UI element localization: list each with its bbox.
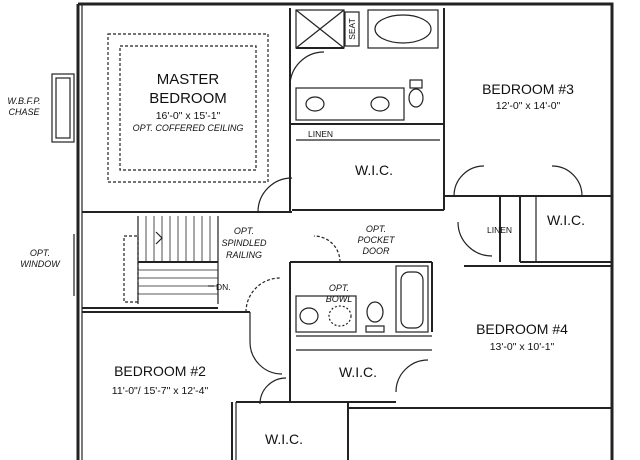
stair-down-label: DN. — [216, 282, 231, 292]
chase-label-1: W.B.F.P. — [7, 96, 40, 106]
linen-hall: LINEN — [487, 225, 512, 235]
pocket-label-1: OPT. — [366, 224, 386, 234]
wic-bed3: W.I.C. — [547, 212, 585, 228]
bowl-label-1: OPT. — [329, 283, 349, 293]
wic-master: W.I.C. — [355, 162, 393, 178]
bed4-name: BEDROOM #4 — [476, 321, 568, 337]
railing-label-1: OPT. — [234, 226, 254, 236]
window-label-2: WINDOW — [20, 259, 61, 269]
seat-label: SEAT — [347, 18, 357, 40]
master-note: OPT. COFFERED CEILING — [133, 123, 244, 133]
bed3-name: BEDROOM #3 — [482, 81, 574, 97]
linen-master: LINEN — [308, 129, 333, 139]
walls — [51, 2, 614, 460]
chase-label-2: CHASE — [8, 107, 40, 117]
master-name-2: BEDROOM — [149, 90, 227, 107]
window-label-1: OPT. — [30, 248, 50, 258]
master-dims: 16'-0" x 15'-1" — [156, 110, 221, 122]
bed4-dims: 13'-0" x 10'-1" — [490, 341, 555, 353]
railing-label-2: SPINDLED — [221, 238, 267, 248]
labels: MASTER BEDROOM 16'-0" x 15'-1" OPT. COFF… — [7, 18, 585, 447]
bed3-dims: 12'-0" x 14'-0" — [496, 100, 561, 112]
wic-bed2: W.I.C. — [265, 431, 303, 447]
bed2-name: BEDROOM #2 — [114, 363, 206, 379]
bed2-dims: 11'-0"/ 15'-7" x 12'-4" — [112, 385, 209, 397]
master-name-1: MASTER — [157, 71, 220, 88]
bowl-label-2: BOWL — [326, 294, 353, 304]
pocket-label-2: POCKET — [357, 235, 396, 245]
pocket-label-3: DOOR — [363, 246, 391, 256]
wic-hall-bath: W.I.C. — [339, 364, 377, 380]
railing-label-3: RAILING — [226, 250, 262, 260]
